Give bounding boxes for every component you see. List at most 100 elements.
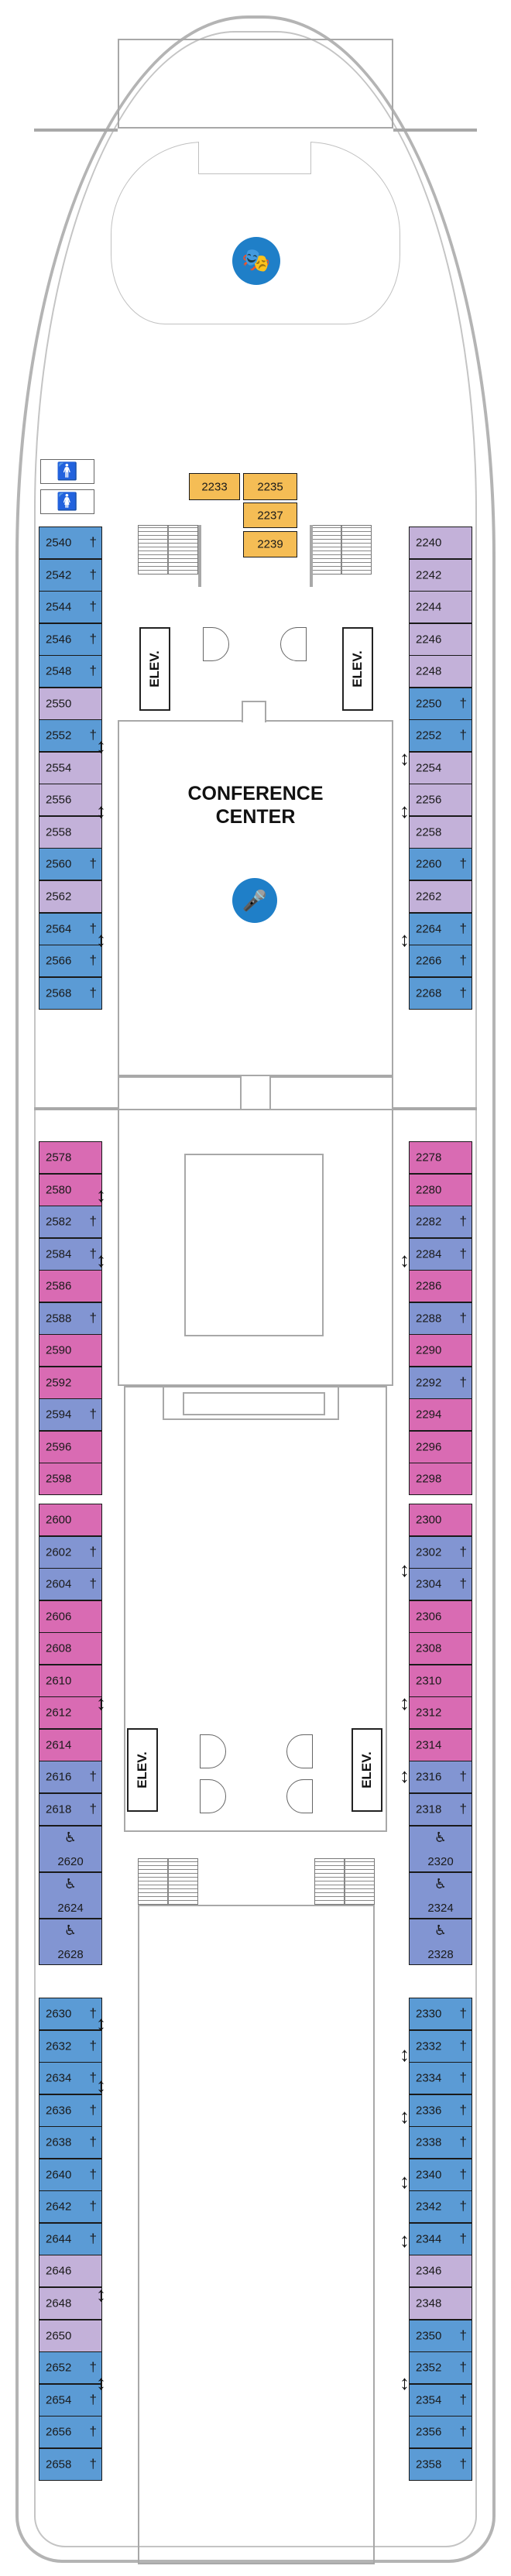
stateroom-cabin[interactable]: 2264†	[409, 913, 472, 945]
stateroom-cabin[interactable]: 2602†	[39, 1536, 102, 1569]
stateroom-cabin[interactable]: 2632†	[39, 2030, 102, 2063]
stateroom-cabin[interactable]: 2316†	[409, 1761, 472, 1793]
stateroom-cabin[interactable]: 2598	[39, 1463, 102, 1495]
stateroom-cabin[interactable]: 2546†	[39, 623, 102, 656]
stateroom-cabin[interactable]: 2592	[39, 1367, 102, 1399]
stateroom-cabin[interactable]: 2250†	[409, 688, 472, 720]
suite-cabin[interactable]: 2233	[189, 473, 240, 500]
stateroom-cabin[interactable]: ♿2620	[39, 1826, 102, 1872]
stateroom-cabin[interactable]: 2302†	[409, 1536, 472, 1569]
stateroom-cabin[interactable]: 2336†	[409, 2094, 472, 2127]
stateroom-cabin[interactable]: ♿2628	[39, 1919, 102, 1965]
stateroom-cabin[interactable]: 2566†	[39, 945, 102, 977]
stateroom-cabin[interactable]: 2314	[409, 1729, 472, 1761]
stateroom-cabin[interactable]: 2348	[409, 2287, 472, 2320]
stateroom-cabin[interactable]: 2330†	[409, 1998, 472, 2030]
stateroom-cabin[interactable]: 2578	[39, 1141, 102, 1174]
stateroom-cabin[interactable]: 2542†	[39, 559, 102, 592]
stateroom-cabin[interactable]: ♿2624	[39, 1872, 102, 1919]
stateroom-cabin[interactable]: 2282†	[409, 1206, 472, 1238]
stateroom-cabin[interactable]: 2294	[409, 1398, 472, 1431]
stateroom-cabin[interactable]: 2612	[39, 1696, 102, 1729]
stateroom-cabin[interactable]: 2244	[409, 591, 472, 623]
stateroom-cabin[interactable]: 2658†	[39, 2448, 102, 2481]
stateroom-cabin[interactable]: 2558	[39, 816, 102, 849]
stateroom-cabin[interactable]: 2646	[39, 2255, 102, 2287]
stateroom-cabin[interactable]: 2618†	[39, 1793, 102, 1826]
stateroom-cabin[interactable]: 2594†	[39, 1398, 102, 1431]
stateroom-cabin[interactable]: 2564†	[39, 913, 102, 945]
stateroom-cabin[interactable]: 2580	[39, 1174, 102, 1206]
suite-cabin[interactable]: 2237	[243, 503, 297, 528]
stateroom-cabin[interactable]: 2350†	[409, 2320, 472, 2352]
stateroom-cabin[interactable]: 2296	[409, 1431, 472, 1463]
stateroom-cabin[interactable]: 2554	[39, 752, 102, 784]
stateroom-cabin[interactable]: 2346	[409, 2255, 472, 2287]
stateroom-cabin[interactable]: 2610	[39, 1665, 102, 1697]
stateroom-cabin[interactable]: 2286	[409, 1270, 472, 1302]
stateroom-cabin[interactable]: 2550	[39, 688, 102, 720]
stateroom-cabin[interactable]: 2252†	[409, 719, 472, 752]
stateroom-cabin[interactable]: 2596	[39, 1431, 102, 1463]
stateroom-cabin[interactable]: 2358†	[409, 2448, 472, 2481]
stateroom-cabin[interactable]: 2568†	[39, 977, 102, 1010]
stateroom-cabin[interactable]: 2284†	[409, 1238, 472, 1271]
stateroom-cabin[interactable]: 2340†	[409, 2159, 472, 2191]
stateroom-cabin[interactable]: 2644†	[39, 2223, 102, 2255]
stateroom-cabin[interactable]: 2318†	[409, 1793, 472, 1826]
stateroom-cabin[interactable]: 2352†	[409, 2351, 472, 2384]
stateroom-cabin[interactable]: 2630†	[39, 1998, 102, 2030]
stateroom-cabin[interactable]: 2654†	[39, 2384, 102, 2417]
stateroom-cabin[interactable]: 2298	[409, 1463, 472, 1495]
stateroom-cabin[interactable]: 2334†	[409, 2062, 472, 2094]
stateroom-cabin[interactable]: 2652†	[39, 2351, 102, 2384]
stateroom-cabin[interactable]: 2608	[39, 1632, 102, 1665]
stateroom-cabin[interactable]: 2242	[409, 559, 472, 592]
stateroom-cabin[interactable]: 2262	[409, 880, 472, 913]
stateroom-cabin[interactable]: 2290	[409, 1334, 472, 1367]
stateroom-cabin[interactable]: ♿2324	[409, 1872, 472, 1919]
stateroom-cabin[interactable]: 2648	[39, 2287, 102, 2320]
stateroom-cabin[interactable]: 2268†	[409, 977, 472, 1010]
stateroom-cabin[interactable]: 2540†	[39, 527, 102, 559]
stateroom-cabin[interactable]: 2650	[39, 2320, 102, 2352]
stateroom-cabin[interactable]: ♿2328	[409, 1919, 472, 1965]
suite-cabin[interactable]: 2239	[243, 531, 297, 557]
stateroom-cabin[interactable]: 2548†	[39, 655, 102, 688]
stateroom-cabin[interactable]: 2256	[409, 784, 472, 816]
suite-cabin[interactable]: 2235	[243, 473, 297, 500]
stateroom-cabin[interactable]: 2356†	[409, 2416, 472, 2448]
stateroom-cabin[interactable]: 2344†	[409, 2223, 472, 2255]
stateroom-cabin[interactable]: 2604†	[39, 1568, 102, 1600]
stateroom-cabin[interactable]: 2332†	[409, 2030, 472, 2063]
stateroom-cabin[interactable]: 2584†	[39, 1238, 102, 1271]
elevator-top-right[interactable]: ELEV.	[342, 627, 373, 711]
elevator-low-left[interactable]: ELEV.	[127, 1728, 158, 1812]
stateroom-cabin[interactable]: 2562	[39, 880, 102, 913]
stateroom-cabin[interactable]: 2614	[39, 1729, 102, 1761]
stateroom-cabin[interactable]: 2304†	[409, 1568, 472, 1600]
stateroom-cabin[interactable]: 2312	[409, 1696, 472, 1729]
stateroom-cabin[interactable]: 2544†	[39, 591, 102, 623]
stateroom-cabin[interactable]: 2640†	[39, 2159, 102, 2191]
stateroom-cabin[interactable]: 2634†	[39, 2062, 102, 2094]
stateroom-cabin[interactable]: 2248	[409, 655, 472, 688]
stateroom-cabin[interactable]: 2560†	[39, 848, 102, 880]
stateroom-cabin[interactable]: 2342†	[409, 2190, 472, 2223]
stateroom-cabin[interactable]: 2254	[409, 752, 472, 784]
stateroom-cabin[interactable]: 2588†	[39, 1302, 102, 1335]
stateroom-cabin[interactable]: 2552†	[39, 719, 102, 752]
stateroom-cabin[interactable]: 2260†	[409, 848, 472, 880]
stateroom-cabin[interactable]: 2354†	[409, 2384, 472, 2417]
elevator-top-left[interactable]: ELEV.	[139, 627, 170, 711]
stateroom-cabin[interactable]: 2606	[39, 1600, 102, 1633]
stateroom-cabin[interactable]: 2280	[409, 1174, 472, 1206]
stateroom-cabin[interactable]: 2300	[409, 1504, 472, 1536]
elevator-low-right[interactable]: ELEV.	[352, 1728, 382, 1812]
stateroom-cabin[interactable]: 2246	[409, 623, 472, 656]
stateroom-cabin[interactable]: 2638†	[39, 2126, 102, 2159]
stateroom-cabin[interactable]: 2656†	[39, 2416, 102, 2448]
stateroom-cabin[interactable]: 2636†	[39, 2094, 102, 2127]
stateroom-cabin[interactable]: 2310	[409, 1665, 472, 1697]
stateroom-cabin[interactable]: 2266†	[409, 945, 472, 977]
